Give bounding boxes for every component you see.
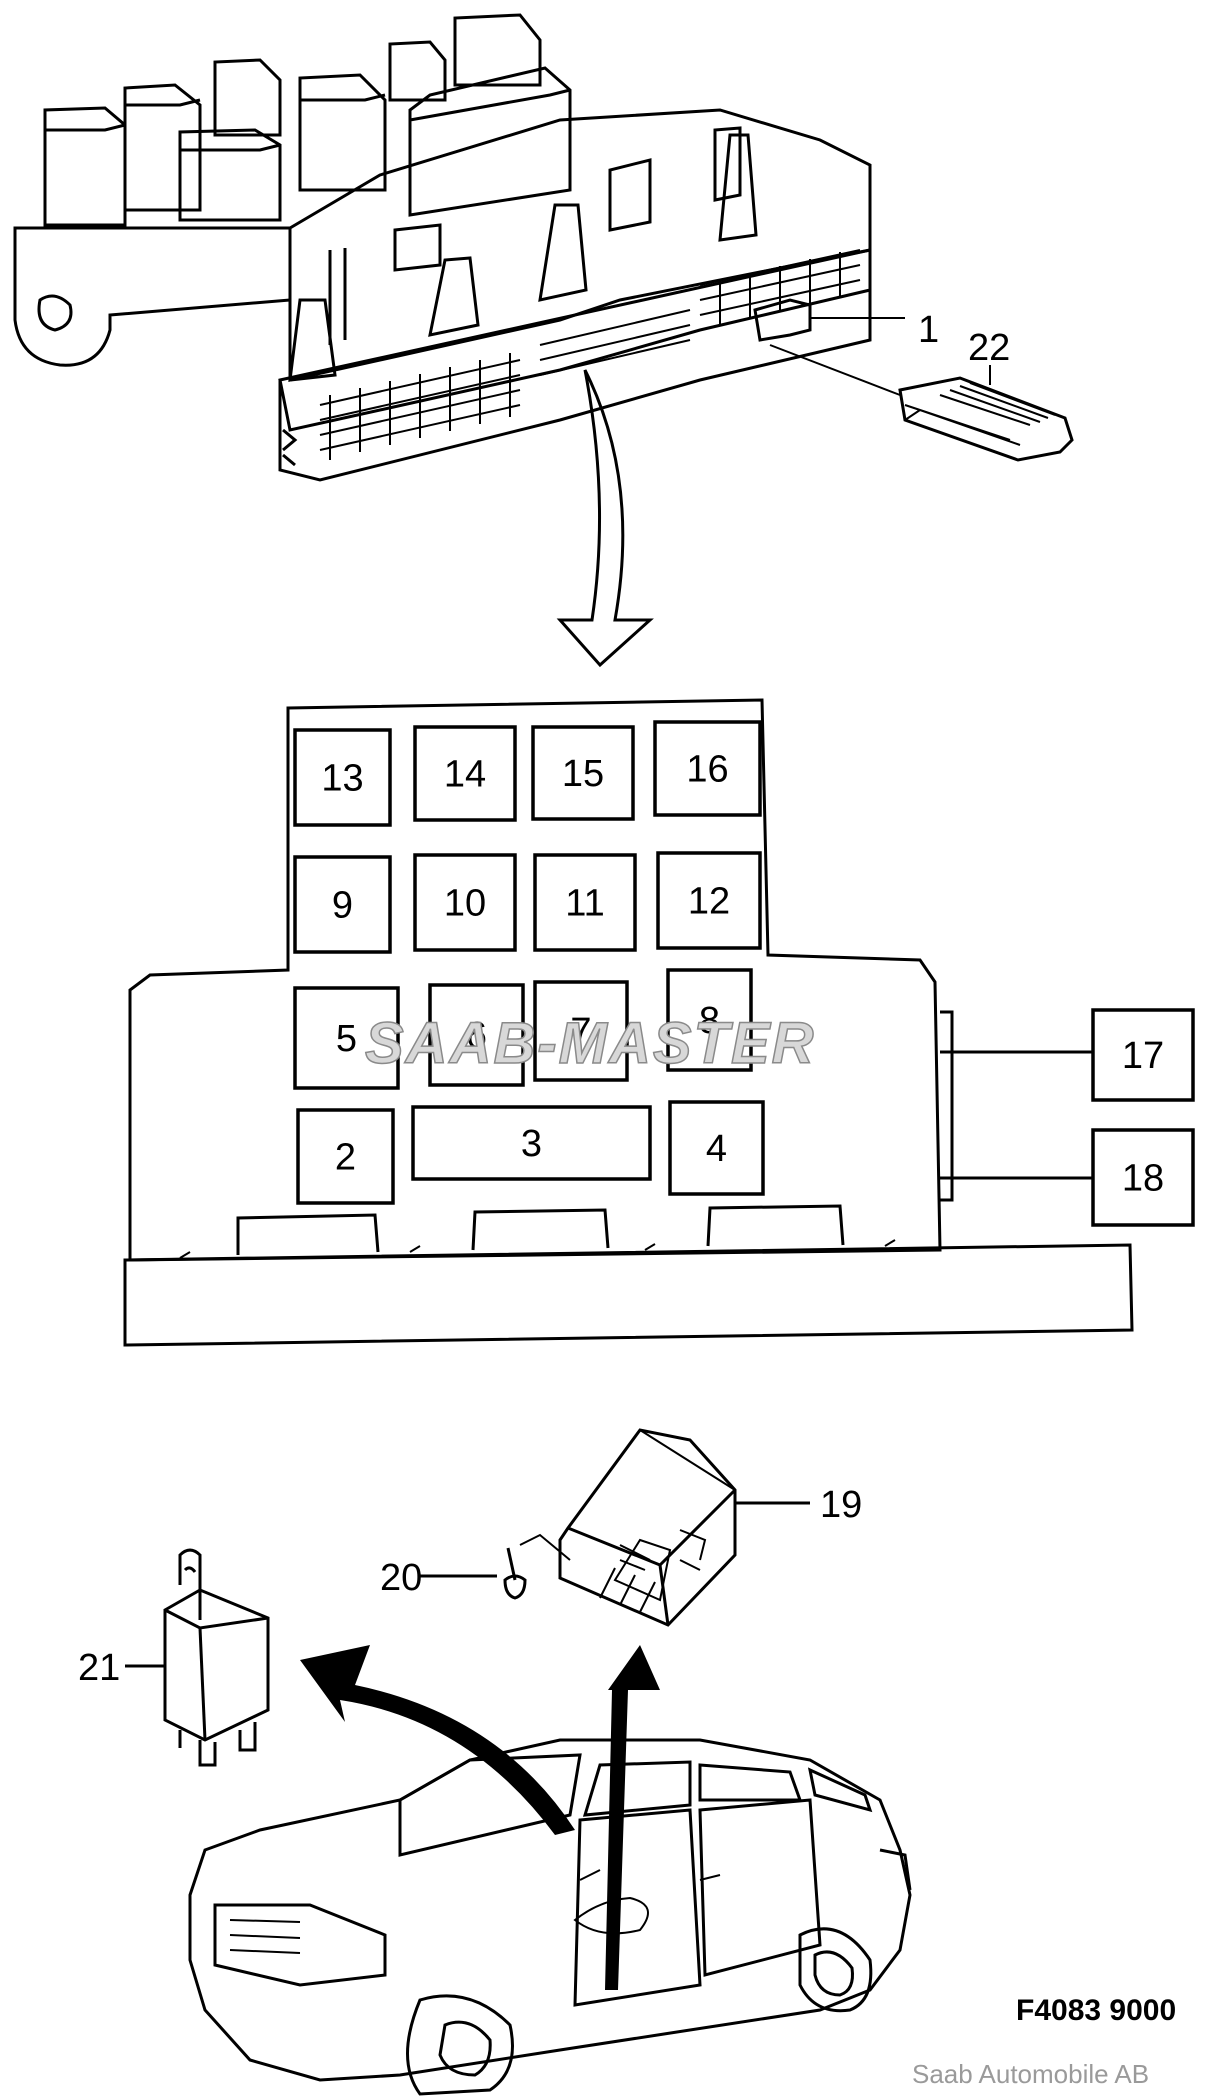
figure-code: F4083 9000 — [1016, 1994, 1176, 2027]
relay-21-illustration — [125, 1548, 270, 1767]
relay-position-box-11 — [533, 853, 637, 952]
callout-22: 22 — [968, 327, 1010, 369]
relay-position-label-5: 5 — [336, 1018, 357, 1060]
relay-position-label-4: 4 — [706, 1128, 727, 1170]
watermark: SAAB-MASTER — [365, 1011, 816, 1076]
relay-position-box-12 — [656, 851, 762, 950]
relay-layout-panel — [123, 698, 1134, 1347]
callout-19: 19 — [820, 1484, 862, 1526]
relay-position-label-2: 2 — [335, 1137, 356, 1179]
callout-1: 1 — [918, 309, 939, 351]
top-relays — [43, 13, 742, 345]
relay-position-box-2 — [296, 1108, 395, 1205]
external-position-box-17 — [1091, 1008, 1195, 1102]
relay-position-box-3 — [411, 1105, 652, 1181]
relay-position-box-15 — [531, 725, 635, 821]
relay-19-illustration — [420, 1428, 810, 1627]
relay-position-label-11: 11 — [565, 883, 604, 925]
relay-position-box-16 — [653, 720, 762, 817]
relay-position-box-13 — [293, 728, 392, 827]
relay-position-box-10 — [413, 853, 517, 952]
car-illustration — [188, 1738, 912, 2096]
relay-position-label-3: 3 — [521, 1123, 542, 1165]
detail-arrow — [556, 369, 654, 668]
relay-position-boxes: 13 14 15 16 9 10 11 12 5 6 7 8 2 3 4 — [293, 720, 765, 1205]
relay-position-box-8 — [666, 968, 753, 1072]
relay-position-box-6 — [428, 983, 525, 1087]
relay-position-label-12: 12 — [688, 881, 730, 923]
external-position-label-18: 18 — [1122, 1158, 1164, 1200]
copyright-notice: Saab Automobile AB — [912, 2059, 1149, 2089]
location-arrow-21 — [300, 1645, 575, 1835]
relay-position-label-8: 8 — [699, 1000, 720, 1042]
relay-position-box-14 — [413, 725, 517, 822]
relay-position-label-13: 13 — [321, 758, 363, 800]
relay-position-label-14: 14 — [444, 754, 486, 796]
relay-position-box-5 — [293, 986, 400, 1090]
relay-position-box-7 — [533, 980, 629, 1082]
relay-position-label-6: 6 — [466, 1015, 487, 1057]
callout-21: 21 — [78, 1647, 120, 1689]
relay-position-box-4 — [668, 1100, 765, 1196]
external-position-label-17: 17 — [1122, 1035, 1164, 1077]
connector-slots — [319, 249, 861, 460]
relay-position-label-16: 16 — [686, 749, 728, 791]
callout-20: 20 — [380, 1557, 422, 1599]
relay-box-illustration — [13, 13, 1074, 482]
relay-position-label-10: 10 — [444, 883, 486, 925]
relay-position-box-9 — [293, 855, 392, 954]
relay-position-label-15: 15 — [562, 753, 604, 795]
relay-position-label-9: 9 — [332, 885, 353, 927]
external-position-box-18 — [1091, 1128, 1195, 1227]
relay-position-label-7: 7 — [570, 1011, 591, 1053]
location-arrow-19 — [605, 1645, 660, 1990]
